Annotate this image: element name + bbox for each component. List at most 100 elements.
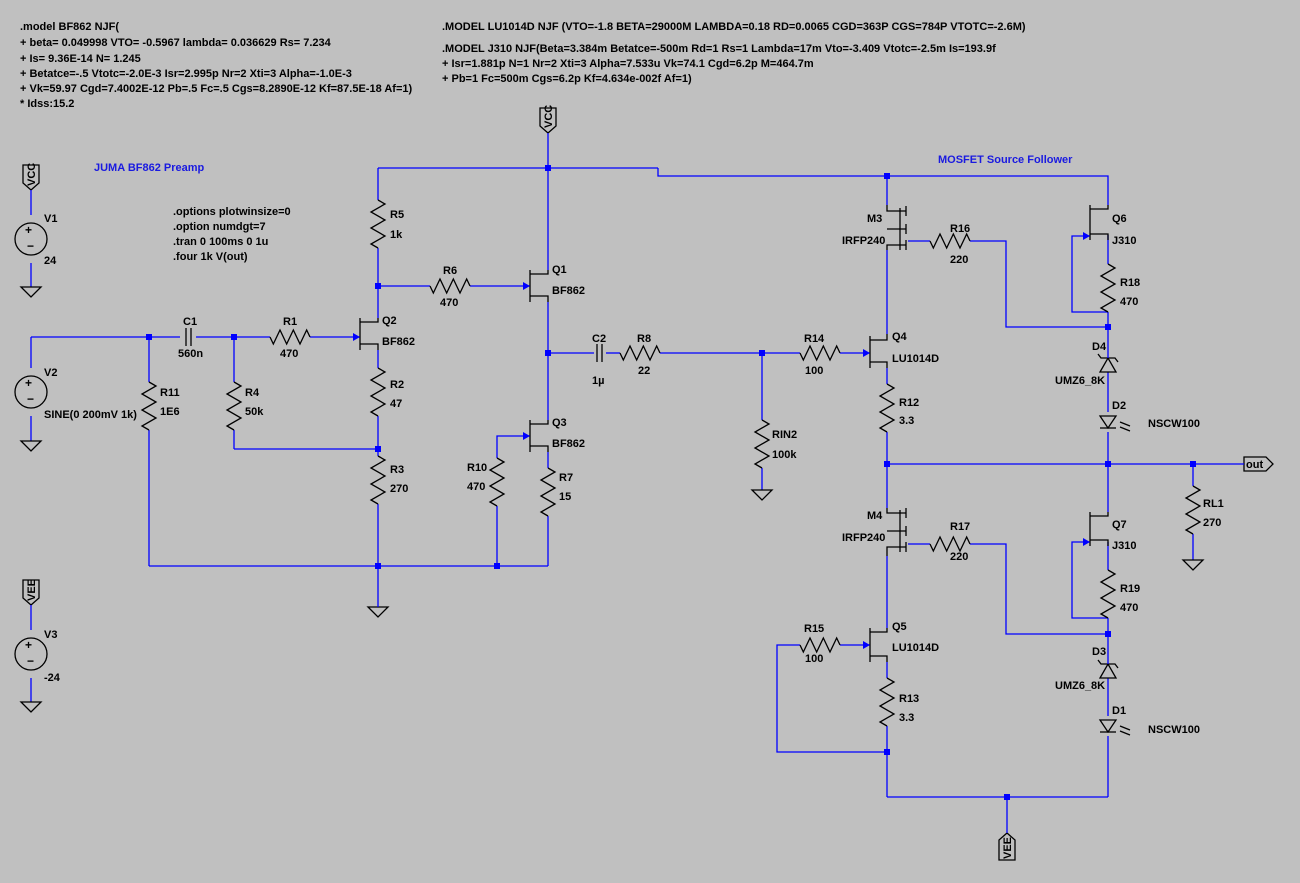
- jfet-q3[interactable]: Q3 BF862: [523, 417, 585, 452]
- component-name: R5: [390, 209, 404, 221]
- vee-flag-bottom[interactable]: VEE: [998, 832, 1016, 861]
- resistor-r14[interactable]: R14 100: [799, 333, 841, 377]
- vcc-flag-left[interactable]: VCC: [22, 163, 40, 191]
- component-name: R19: [1120, 583, 1140, 595]
- component-name: R8: [637, 333, 651, 345]
- jfet-q6[interactable]: Q6 J310: [1083, 205, 1136, 247]
- directive: .tran 0 100ms 0 1u: [173, 236, 268, 248]
- component-name: R1: [283, 316, 297, 328]
- out-flag[interactable]: out: [1243, 456, 1274, 472]
- voltage-source-v1[interactable]: + − V1 24: [14, 213, 57, 267]
- resistor-r16[interactable]: R16 220: [929, 223, 971, 266]
- preamp-comment: JUMA BF862 Preamp: [94, 162, 205, 174]
- directive: .four 1k V(out): [173, 251, 248, 263]
- component-name: R16: [950, 223, 970, 235]
- component-value: 100k: [772, 449, 797, 461]
- resistor-r18[interactable]: R18 470: [1099, 263, 1140, 313]
- resistor-zigzag: [799, 344, 841, 362]
- component-value: 470: [467, 481, 485, 493]
- resistor-r17[interactable]: R17 220: [929, 521, 971, 563]
- jfet-q5[interactable]: Q5 LU1014D: [863, 621, 939, 662]
- component-value: BF862: [552, 285, 585, 297]
- jfet-q7[interactable]: Q7 J310: [1083, 512, 1136, 552]
- resistor-r10[interactable]: R10 470: [467, 457, 506, 507]
- led-d1[interactable]: D1 NSCW100: [1098, 705, 1200, 736]
- resistor-r19[interactable]: R19 470: [1099, 569, 1140, 619]
- component-value: 220: [950, 254, 968, 266]
- resistor-r2[interactable]: R2 47: [369, 367, 404, 417]
- ground-icon: [366, 606, 390, 618]
- zener-d4[interactable]: D4 UMZ6_8K: [1055, 341, 1119, 387]
- resistor-r8[interactable]: R8 22: [619, 333, 661, 377]
- directive: .option numdgt=7: [173, 221, 266, 233]
- ground-symbols: [19, 286, 1205, 713]
- component-name: V3: [44, 629, 57, 641]
- component-value: 3.3: [899, 415, 914, 427]
- resistor-r4[interactable]: R4 50k: [225, 381, 264, 431]
- component-value: BF862: [382, 336, 415, 348]
- component-name: R7: [559, 472, 573, 484]
- vcc-flag-top[interactable]: VCC: [539, 105, 557, 140]
- follower-comment: MOSFET Source Follower: [938, 154, 1073, 166]
- component-value: 24: [44, 255, 57, 267]
- component-name: Q1: [552, 264, 567, 276]
- component-value: 270: [390, 483, 408, 495]
- flag-label: VCC: [543, 105, 555, 128]
- flag-label: out: [1246, 459, 1263, 471]
- component-name: V2: [44, 367, 57, 379]
- resistor-r3[interactable]: R3 270: [369, 455, 408, 505]
- resistor-zigzag: [1099, 569, 1117, 619]
- resistor-rl1[interactable]: RL1 270: [1184, 485, 1224, 535]
- mosfet-m3[interactable]: M3 IRFP240: [842, 205, 907, 250]
- resistor-r12[interactable]: R12 3.3: [878, 383, 919, 433]
- component-name: Q2: [382, 315, 397, 327]
- svg-text:+: +: [25, 638, 32, 652]
- svg-text:−: −: [27, 654, 34, 668]
- resistor-r7[interactable]: R7 15: [539, 467, 573, 517]
- ground-icon: [19, 286, 43, 298]
- jfet-q4[interactable]: Q4 LU1014D: [863, 331, 939, 368]
- jfet-q1[interactable]: Q1 BF862: [523, 264, 585, 302]
- component-value: 15: [559, 491, 571, 503]
- resistor-r1[interactable]: R1 470: [269, 316, 311, 360]
- resistor-r15[interactable]: R15 100: [799, 623, 841, 665]
- component-name: R12: [899, 397, 919, 409]
- resistor-zigzag: [619, 344, 661, 362]
- mosfet-m4[interactable]: M4 IRFP240: [842, 508, 907, 556]
- resistor-r11[interactable]: R11 1E6: [140, 381, 180, 431]
- component-value: NSCW100: [1148, 418, 1200, 430]
- flag-label: VEE: [1002, 837, 1014, 859]
- resistor-zigzag: [225, 381, 243, 431]
- wires: [30, 140, 1244, 833]
- component-value: BF862: [552, 438, 585, 450]
- component-name: D3: [1092, 646, 1106, 658]
- led-d2[interactable]: D2 NSCW100: [1098, 400, 1200, 432]
- voltage-source-v3[interactable]: + − V3 -24: [14, 629, 61, 684]
- component-name: Q5: [892, 621, 907, 633]
- svg-text:−: −: [27, 392, 34, 406]
- resistor-zigzag: [878, 677, 896, 727]
- resistor-r5[interactable]: R5 1k: [369, 199, 404, 249]
- component-name: Q6: [1112, 213, 1127, 225]
- resistor-r6[interactable]: R6 470: [429, 265, 471, 309]
- model-line: + beta= 0.049998 VTO= -0.5967 lambda= 0.…: [20, 37, 332, 49]
- resistor-zigzag: [1184, 485, 1202, 535]
- component-name: D2: [1112, 400, 1126, 412]
- vee-flag-left[interactable]: VEE: [22, 579, 40, 606]
- resistor-zigzag: [753, 419, 771, 469]
- component-value: 100: [805, 653, 823, 665]
- capacitor-c1[interactable]: C1 560n: [178, 316, 203, 360]
- component-name: Q4: [892, 331, 908, 343]
- resistor-rin2[interactable]: RIN2 100k: [753, 419, 797, 469]
- component-name: M4: [867, 510, 883, 522]
- component-name: R2: [390, 379, 404, 391]
- component-value: 22: [638, 365, 650, 377]
- jfet-q2[interactable]: Q2 BF862: [353, 315, 415, 350]
- zener-d3[interactable]: D3 UMZ6_8K: [1055, 646, 1119, 692]
- voltage-source-v2[interactable]: + − V2 SINE(0 200mV 1k): [14, 367, 137, 421]
- capacitor-c2[interactable]: C2 1µ: [592, 333, 606, 387]
- component-name: RL1: [1203, 498, 1224, 510]
- flag-label: VCC: [26, 163, 38, 186]
- resistor-r13[interactable]: R13 3.3: [878, 677, 919, 727]
